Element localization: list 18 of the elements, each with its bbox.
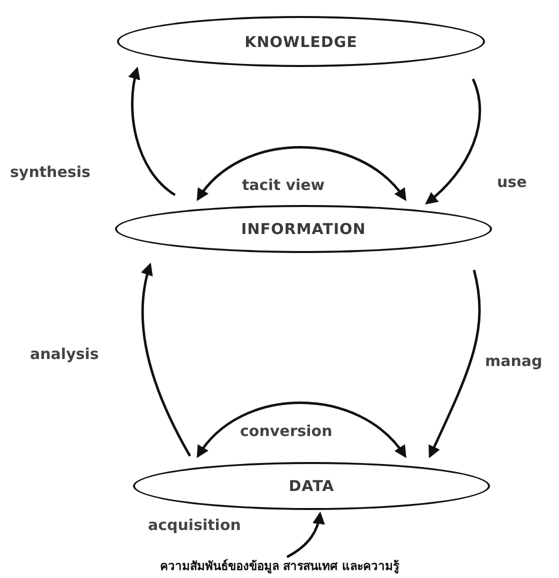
edge-label: conversion [240, 422, 332, 440]
curved-arrow [428, 270, 481, 458]
node-label: DATA [288, 477, 334, 495]
curved-arrow [128, 66, 176, 196]
edge-label: use [497, 173, 527, 191]
curved-arrow [425, 78, 482, 205]
node-label: KNOWLEDGE [244, 32, 358, 50]
curved-arrow [196, 402, 407, 458]
curved-arrow [141, 262, 192, 457]
curved-arrow [286, 512, 325, 558]
curved-arrow [196, 146, 407, 201]
caption: ความสัมพันธ์ของข้อมูล สารสนเทศ และความรู้ [158, 558, 400, 575]
edge-label: analysis [30, 345, 99, 363]
edge-label: synthesis [10, 163, 90, 181]
edge-label: tacit view [242, 176, 325, 194]
edge-label: acquisition [148, 516, 241, 534]
node-label: INFORMATION [241, 220, 366, 238]
edge-label: manag [485, 352, 542, 370]
